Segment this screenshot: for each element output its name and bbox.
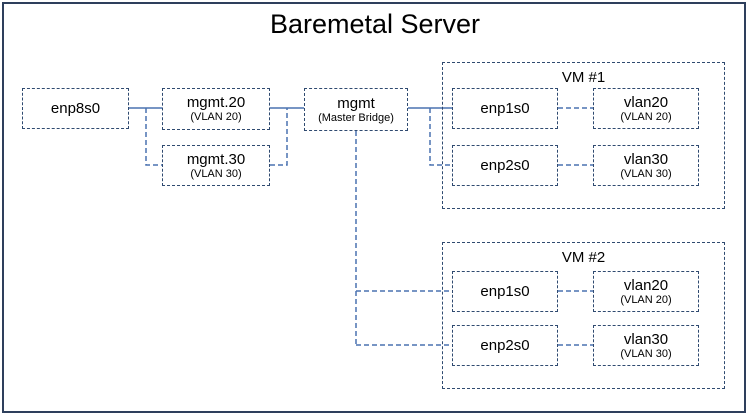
nic-enp8s0: enp8s0 (22, 88, 129, 129)
vm1-vlan30-sub: (VLAN 30) (620, 167, 672, 180)
vm1-enp2s0-label: enp2s0 (480, 157, 530, 174)
vm1-vlan20: vlan20 (VLAN 20) (593, 88, 699, 129)
vm2-vlan20-sub: (VLAN 20) (620, 293, 672, 306)
mgmt20-interface: mgmt.20 (VLAN 20) (162, 88, 270, 130)
vm1-enp2s0: enp2s0 (452, 145, 558, 186)
vm1-vlan30: vlan30 (VLAN 30) (593, 145, 699, 186)
vm2-enp2s0-label: enp2s0 (480, 337, 530, 354)
mgmt20-vlan: (VLAN 20) (190, 111, 242, 123)
master-bridge: mgmt (Master Bridge) (304, 88, 408, 131)
vm2-vlan20: vlan20 (VLAN 20) (593, 271, 699, 312)
server-frame (2, 2, 746, 413)
vm2-vlan30: vlan30 (VLAN 30) (593, 325, 699, 366)
vm2-vlan30-label: vlan30 (623, 330, 669, 348)
vm2-enp1s0: enp1s0 (452, 271, 558, 312)
link-bridge-vm1-enp2s0 (429, 108, 452, 166)
mgmt30-interface: mgmt.30 (VLAN 30) (162, 145, 270, 186)
link-enp8s0-mgmt30 (145, 108, 162, 166)
vm2-enp2s0: enp2s0 (452, 325, 558, 366)
mgmt30-vlan: (VLAN 30) (190, 167, 242, 180)
nic-enp8s0-label: enp8s0 (50, 100, 101, 117)
mgmt20-label: mgmt.20 (186, 94, 246, 111)
vm1-vlan20-sub: (VLAN 20) (620, 110, 672, 123)
bridge-label: mgmt (337, 94, 375, 112)
diagram-title: Baremetal Server (269, 9, 481, 39)
vm1-enp1s0-label: enp1s0 (480, 100, 530, 117)
vm2-vlan20-label: vlan20 (623, 276, 669, 294)
vm1-title: VM #1 (561, 69, 606, 86)
vm2-vlan30-sub: (VLAN 30) (620, 347, 672, 360)
vm1-vlan20-label: vlan20 (623, 93, 669, 111)
mgmt30-label: mgmt.30 (186, 150, 246, 168)
vm1-enp1s0: enp1s0 (452, 88, 558, 129)
vm1-vlan30-label: vlan30 (623, 150, 669, 168)
vm2-enp1s0-label: enp1s0 (480, 283, 530, 300)
vm2-container: VM #2 (442, 242, 725, 389)
vm1-container: VM #1 (442, 62, 725, 209)
link-mgmt30-bridge (270, 108, 288, 166)
vm2-title: VM #2 (561, 249, 606, 266)
bridge-sub: (Master Bridge) (318, 111, 394, 124)
